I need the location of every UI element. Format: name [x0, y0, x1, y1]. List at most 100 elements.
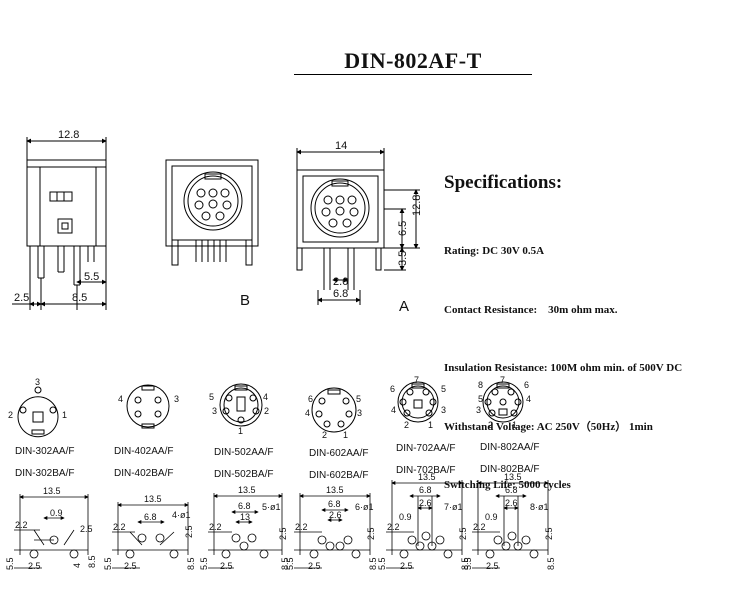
part-title: DIN-802AF-T: [344, 48, 482, 73]
dim: 6.8: [419, 485, 432, 495]
pin-label: 4: [391, 405, 396, 415]
pin-label: 1: [343, 430, 348, 440]
dim: 5.5: [285, 557, 295, 570]
pin-label: 3: [441, 405, 446, 415]
dim: 6.8: [328, 499, 341, 509]
dim: 5·ø1: [262, 502, 281, 512]
dim: 5.5: [377, 557, 387, 570]
dim: 2.5: [458, 527, 468, 540]
dim: 8.5: [546, 557, 556, 570]
pin-label: 4: [263, 392, 268, 402]
a-pin-dim: 3.5: [397, 251, 409, 266]
pin-label: 6: [390, 384, 395, 394]
dim: 13: [240, 512, 250, 522]
dim: 13.5: [238, 485, 256, 495]
dim: 2.6: [329, 510, 342, 520]
dim: 8.5: [87, 555, 97, 568]
dim: 2.5: [400, 561, 413, 571]
spec-heading: Specifications:: [444, 172, 563, 193]
pin-label: 7: [500, 375, 505, 385]
spec-insulation-resistance: Insulation Resistance: 100M ohm min. of …: [444, 362, 683, 374]
a-center-dim: 6.5: [397, 221, 409, 236]
side-pin-gap-dim: 2.5: [14, 292, 29, 304]
pin-label: 4: [118, 394, 123, 404]
dim: 2.5: [366, 527, 376, 540]
pin-label: 8: [478, 380, 483, 390]
dim: 2.2: [387, 522, 400, 532]
pin-label: 6: [524, 380, 529, 390]
variant-402: 4 3 DIN-402AA/F DIN-402BA/F 13.5 6.8 2.2…: [103, 384, 196, 571]
dim: 2.5: [184, 525, 194, 538]
pin-label: 5: [441, 384, 446, 394]
pin-label: 6: [308, 394, 313, 404]
pin-label: 2: [488, 420, 493, 430]
dim: 2.5: [544, 527, 554, 540]
dim: 2.5: [124, 561, 137, 571]
part-number-aa: DIN-402AA/F: [114, 446, 173, 457]
part-number-aa: DIN-702AA/F: [396, 443, 455, 454]
variant-602: 6 5 4 3 2 1 DIN-602AA/F DIN-602BA/F 13.5…: [285, 387, 378, 571]
pin-label: 3: [212, 406, 217, 416]
variant-802: 8 7 6 5 4 3 2 1 DIN-802AA/F DIN-802BA/F: [463, 375, 556, 571]
dim: 2.5: [80, 524, 93, 534]
dim: 6·ø1: [355, 502, 374, 512]
dim: 2.5: [278, 527, 288, 540]
dim: 5.5: [5, 557, 15, 570]
dim: 2.6: [505, 498, 518, 508]
pin-label: 2: [322, 430, 327, 440]
dim: 2.5: [308, 561, 321, 571]
pin-label: 5: [209, 392, 214, 402]
side-width-dim: 12.8: [58, 129, 79, 141]
variant-702: 7 6 5 4 3 2 1 DIN-702AA/F DIN-702BA/F: [377, 375, 470, 571]
dim: 2.2: [15, 520, 28, 530]
view-a-label: A: [399, 298, 409, 315]
dim: 0.9: [50, 508, 63, 518]
dim: 0.9: [399, 512, 412, 522]
pin-label: 3: [476, 405, 481, 415]
front-view-b: [165, 159, 259, 266]
dim: 13.5: [418, 472, 436, 482]
view-b-label: B: [240, 292, 250, 309]
pin-label: 5: [478, 394, 483, 404]
dim: 2.6: [419, 498, 432, 508]
pin-label: 4: [305, 408, 310, 418]
a-width-dim: 14: [335, 140, 347, 152]
dim: 8.5: [368, 557, 378, 570]
part-number-ba: DIN-802BA/F: [480, 464, 539, 475]
pin-label: 1: [238, 426, 243, 436]
part-number-ba: DIN-402BA/F: [114, 468, 173, 479]
dim: 5.5: [199, 557, 209, 570]
pin-label: 3: [357, 408, 362, 418]
dim: 4·ø1: [172, 510, 191, 520]
part-number-ba: DIN-502BA/F: [214, 469, 273, 480]
dim: 2.2: [113, 522, 126, 532]
a-height-dim: 12.8: [411, 195, 423, 216]
dim: 2.2: [209, 522, 222, 532]
a-pitch-dim: 2.6: [333, 276, 348, 288]
dim: 5.5: [103, 557, 113, 570]
pin-label: 2: [264, 406, 269, 416]
pin-label: 1: [428, 420, 433, 430]
dim: 2.5: [28, 561, 41, 571]
pin-label: 2: [404, 420, 409, 430]
part-number-aa: DIN-502AA/F: [214, 447, 273, 458]
spec-withstand-voltage: Withstand Voltage: AC 250V（50Hz） 1min: [444, 420, 653, 433]
front-view-a: [296, 148, 420, 305]
dim: 13.5: [43, 486, 61, 496]
spec-contact-resistance: Contact Resistance: 30m ohm max.: [444, 303, 618, 316]
dim: 4: [72, 563, 82, 568]
dim: 6.8: [238, 501, 251, 511]
variant-302: 3 2 1 DIN-302AA/F DIN-302BA/F 13.5 0.9 2…: [5, 377, 97, 571]
spec-rating: Rating: DC 30V 0.5A: [444, 245, 545, 257]
dim: 2.2: [295, 522, 308, 532]
side-pin-offset-dim: 5.5: [84, 271, 99, 283]
pin-label: 3: [35, 377, 40, 387]
a-span-dim: 6.8: [333, 288, 348, 300]
dim: 8.5: [186, 557, 196, 570]
dim: 5.5: [463, 557, 473, 570]
side-view: [12, 137, 107, 310]
variant-502: 5 4 3 2 1 DIN-502AA/F DIN-502BA/F 13.5 6…: [199, 383, 290, 571]
dim: 2.5: [486, 561, 499, 571]
